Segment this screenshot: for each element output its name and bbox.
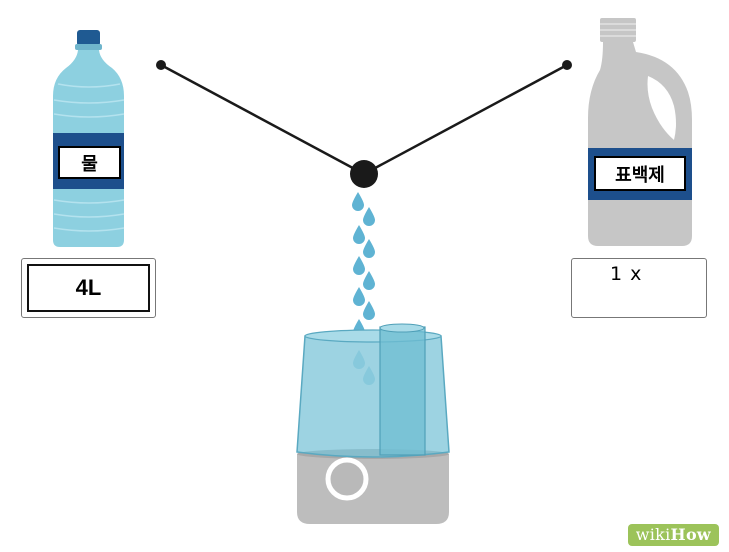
connector-dot-left [156,60,166,70]
water-bottle-icon [53,30,125,247]
humidifier-tank [296,330,450,458]
humidifier-tube-top [379,323,425,333]
water-drop-icon [363,301,375,320]
connector-hub [350,160,378,188]
connector-line-right [363,63,568,176]
bottle-cap [77,30,100,46]
bleach-handle-hole [647,76,676,140]
bleach-bottle-icon [588,18,692,246]
water-drop-icon [363,207,375,226]
humidifier-dial [325,457,369,501]
wikihow-watermark: wikiHow [627,524,719,546]
water-drop-icon [363,271,375,290]
spoon-count-text: 1 x [610,263,643,285]
humidifier-base [297,454,449,524]
water-bottle-label: 물 [58,146,121,179]
water-drop-icon [353,256,365,275]
humidifier-inner-tube [379,326,426,456]
water-amount-box: 4L [21,258,156,318]
connector-line-left [160,63,365,176]
humidifier-icon [296,323,450,524]
water-drop-icon [363,239,375,258]
watermark-part1: wiki [635,525,671,544]
bleach-body [588,42,692,246]
connector-dot-right [562,60,572,70]
bleach-bottle-label: 표백제 [594,156,686,191]
water-drop-icon [352,192,364,211]
connector-lines [156,60,572,188]
bottle-collar [75,44,102,50]
watermark-part2: How [670,525,711,544]
water-drop-icon [353,287,365,306]
water-amount-text: 4L [27,264,150,312]
spoon-measure-box: 1 x [571,258,707,318]
bottle-ridges [53,83,125,232]
water-drop-icon [353,225,365,244]
